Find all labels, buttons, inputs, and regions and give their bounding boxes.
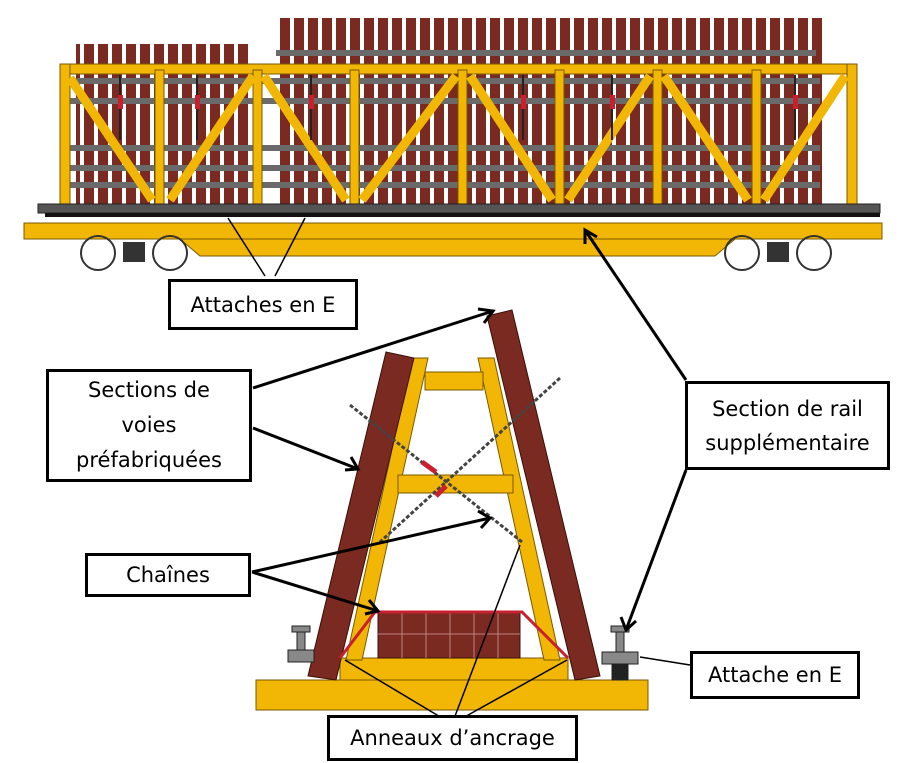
extra-rail-stack xyxy=(377,611,521,659)
side-view-flatcar xyxy=(23,18,883,271)
label-section-rail-line2: supplémentaire xyxy=(705,430,870,455)
a-frame xyxy=(345,357,561,661)
label-sections-line3: préfabriquées xyxy=(76,448,222,472)
flatcar-underframe xyxy=(178,238,737,257)
label-chaines: Chaînes xyxy=(85,553,251,597)
label-anneaux-ancrage: Anneaux d’ancrage xyxy=(327,715,578,761)
e-clip-right xyxy=(601,625,639,681)
rail-panel-right xyxy=(280,18,822,204)
red-chain-over-cargo xyxy=(338,610,570,660)
rail-section-right xyxy=(486,309,601,681)
label-sections-line1: Sections de xyxy=(88,378,210,402)
end-base xyxy=(255,679,649,711)
end-chain-tensioners xyxy=(420,459,448,498)
label-section-rail-line1: Section de rail xyxy=(712,396,863,421)
truck-right xyxy=(724,235,832,271)
truss-diagonals xyxy=(66,73,849,203)
panel-rails xyxy=(70,50,820,188)
label-attache-en-e-text: Attache en E xyxy=(708,663,842,687)
end-view-a-frame xyxy=(255,309,649,711)
label-sections-de-voies: Sections de voies préfabriquées xyxy=(46,369,252,482)
leader-lines xyxy=(251,227,688,633)
flatcar-deck xyxy=(23,222,883,240)
e-clip-left xyxy=(287,625,315,663)
end-chains xyxy=(349,376,562,544)
deck-rail xyxy=(37,203,881,214)
label-attache-en-e: Attache en E xyxy=(690,651,860,699)
label-attaches-en-e-text: Attaches en E xyxy=(190,292,336,317)
deck-rail-base xyxy=(45,213,880,217)
side-chain-tensioners xyxy=(118,95,798,109)
label-section-de-rail: Section de rail supplémentaire xyxy=(685,381,890,470)
truck-left xyxy=(80,235,188,271)
thin-leader-lines xyxy=(227,217,691,725)
label-anneaux-ancrage-text: Anneaux d’ancrage xyxy=(350,726,555,750)
label-sections-line2: voies xyxy=(121,413,177,437)
label-chaines-text: Chaînes xyxy=(126,563,210,587)
label-attaches-en-e: Attaches en E xyxy=(168,279,358,330)
extra-rail-grid xyxy=(378,612,520,658)
